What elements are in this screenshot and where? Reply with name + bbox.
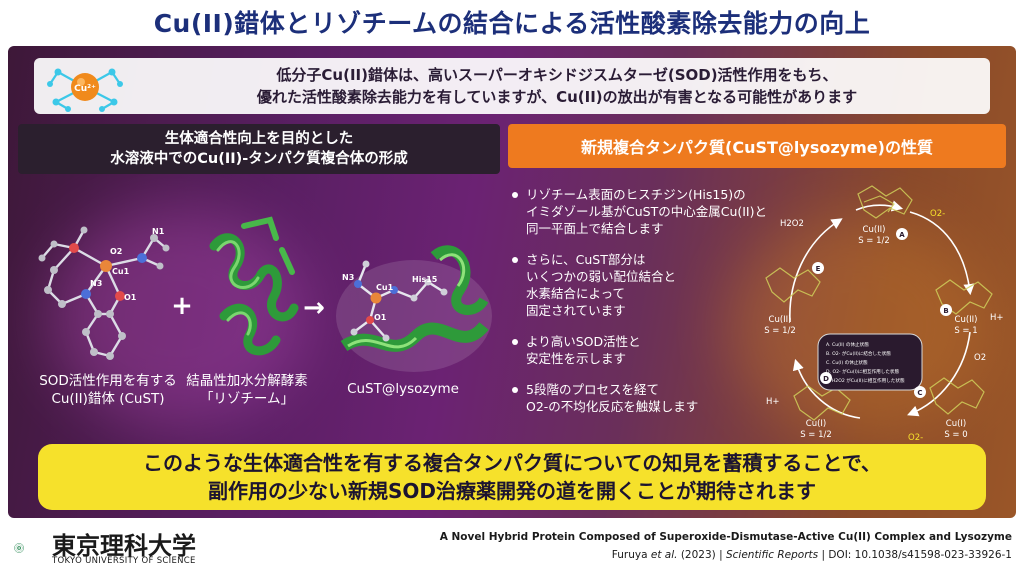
complex-caption: CuST@lysozyme [347, 381, 459, 397]
label-proton-left: H+ [766, 397, 780, 407]
paper-citation: Furuya et al. (2023) | Scientific Report… [611, 549, 1012, 561]
university-subname: TOKYO UNIVERSITY OF SCIENCE [52, 556, 196, 566]
legend-entry-e: E. H2O2 がCu(II)に相互作用した状態 [826, 377, 905, 384]
cycle-legend-box [817, 333, 923, 391]
protein-structure-d [793, 385, 851, 421]
university-seal-icon [14, 543, 24, 553]
state-e-spin: S = 1/2 [764, 326, 796, 336]
state-d-metal: Cu(I) [806, 419, 826, 429]
atom-label-o2: O2 [110, 247, 122, 256]
banner-line-1: このような生体適合性を有する複合タンパク質についての知見を蓄積することで、 [143, 451, 881, 475]
bullet-dot [512, 387, 518, 393]
atom-label-cu1: Cu1 [112, 267, 130, 276]
legend-entry-d: D. O2- がCu(I)に相互作用した状態 [826, 368, 900, 375]
legend-entry-b: B. O2- がCu(II)に結合した状態 [826, 350, 891, 357]
complex-label-cu1: Cu1 [376, 283, 394, 292]
university-name: 東京理科大学 [52, 531, 196, 560]
complex-label-o1: O1 [374, 313, 387, 322]
state-a-badge: A [899, 231, 905, 239]
reaction-arrow: → [303, 293, 325, 323]
left-heading-line-1: 生体適合性向上を目的とした [164, 131, 354, 147]
intro-box: Cu²⁺ 低分子Cu(II)錯体は、高いスーパーオキシドジスムターゼ(SOD)活… [34, 58, 990, 114]
complex-formation-illustration: O2 N1 Cu1 N3 O1 + → [38, 216, 492, 372]
intro-line-1: 低分子Cu(II)錯体は、高いスーパーオキシドジスムターゼ(SOD)活性作用をも… [276, 66, 838, 84]
protein-structure-a [857, 185, 913, 219]
cust-molecule [41, 229, 167, 358]
banner-line-2: 副作用の少ない新規SOD治療薬開発の道を開くことが期待されます [207, 479, 816, 503]
state-d-spin: S = 1/2 [800, 430, 832, 440]
complex-label-his15: His15 [412, 275, 438, 284]
state-b-badge: B [943, 307, 948, 315]
cust-caption: SOD活性作用を有する Cu(II)錯体 (CuST) [39, 373, 177, 407]
lysozyme-ribbon [209, 216, 299, 356]
atom-label-o1: O1 [124, 293, 137, 302]
atom-label-n3: N3 [90, 279, 102, 288]
property-item: さらに、CuST部分は いくつかの弱い配位結合と 水素結合によって 固定されてい… [510, 251, 760, 319]
properties-list: リゾチーム表面のヒスチジン(His15)の イミダゾール基がCuSTの中心金属C… [510, 186, 767, 429]
catalytic-cycle-diagram: A. Cu(II) の休止状態 B. O2- がCu(II)に結合した状態 C.… [764, 185, 1004, 443]
conclusion-banner: このような生体適合性を有する複合タンパク質についての知見を蓄積することで、 副作… [38, 444, 986, 510]
protein-structure-c [929, 377, 985, 415]
label-superoxide-bottom: O2- [908, 433, 923, 443]
intro-line-2: 優れた活性酸素除去能力を有していますが、Cu(II)の放出が有害となる可能性があ… [256, 88, 858, 106]
lysozyme-caption: 結晶性加水分解酵素 「リゾチーム」 [186, 373, 308, 407]
complex-structure: N3 Cu1 O1 His15 [336, 245, 492, 372]
label-proton-right: H+ [990, 313, 1004, 323]
copper-ion-icon: Cu²⁺ [47, 68, 123, 112]
state-a-spin: S = 1/2 [858, 236, 890, 246]
state-a-metal: Cu(II) [863, 225, 886, 235]
state-b-metal: Cu(II) [955, 315, 978, 325]
svg-text:Cu²⁺: Cu²⁺ [74, 84, 96, 94]
complex-label-n3: N3 [342, 273, 354, 282]
bullet-dot [512, 192, 518, 198]
right-panel-heading: 新規複合タンパク質(CuST@lysozyme)の性質 [508, 124, 1006, 168]
atom-label-n1: N1 [152, 227, 165, 236]
cust-atoms [38, 226, 170, 360]
paper-title: A Novel Hybrid Protein Composed of Super… [439, 531, 1012, 543]
property-item: 5段階のプロセスを経て O2-の不均化反応を触媒します [510, 381, 760, 415]
property-item: より高いSOD活性と 安定性を示します [510, 333, 760, 367]
plus-sign: + [171, 291, 193, 321]
graphical-abstract-panel: Cu²⁺ 低分子Cu(II)錯体は、高いスーパーオキシドジスムターゼ(SOD)活… [8, 46, 1016, 518]
bullet-dot [512, 257, 518, 263]
state-e-metal: Cu(II) [769, 315, 792, 325]
state-b-spin: S = 1 [954, 326, 977, 336]
legend-entry-a: A. Cu(II) の休止状態 [826, 341, 869, 348]
legend-entry-c: C. Cu(I) の休止状態 [826, 359, 868, 366]
bullet-dot [512, 339, 518, 345]
state-c-metal: Cu(I) [946, 419, 966, 429]
state-c-spin: S = 0 [944, 430, 967, 440]
state-c-badge: C [917, 389, 922, 397]
right-heading-text: 新規複合タンパク質(CuST@lysozyme)の性質 [581, 138, 933, 157]
state-e-badge: E [816, 265, 821, 273]
label-superoxide-top: O2- [930, 209, 945, 219]
left-heading-line-2: 水溶液中でのCu(II)-タンパク質複合体の形成 [110, 151, 408, 167]
page-title: Cu(II)錯体とリゾチームの結合による活性酸素除去能力の向上 [153, 9, 871, 38]
protein-structure-e [765, 267, 821, 303]
label-h2o2: H2O2 [780, 219, 804, 229]
label-oxygen-right: O2 [974, 353, 986, 363]
state-d-badge: D [823, 375, 829, 383]
property-item: リゾチーム表面のヒスチジン(His15)の イミダゾール基がCuSTの中心金属C… [510, 186, 767, 237]
left-panel-heading: 生体適合性向上を目的とした 水溶液中でのCu(II)-タンパク質複合体の形成 [18, 124, 500, 174]
